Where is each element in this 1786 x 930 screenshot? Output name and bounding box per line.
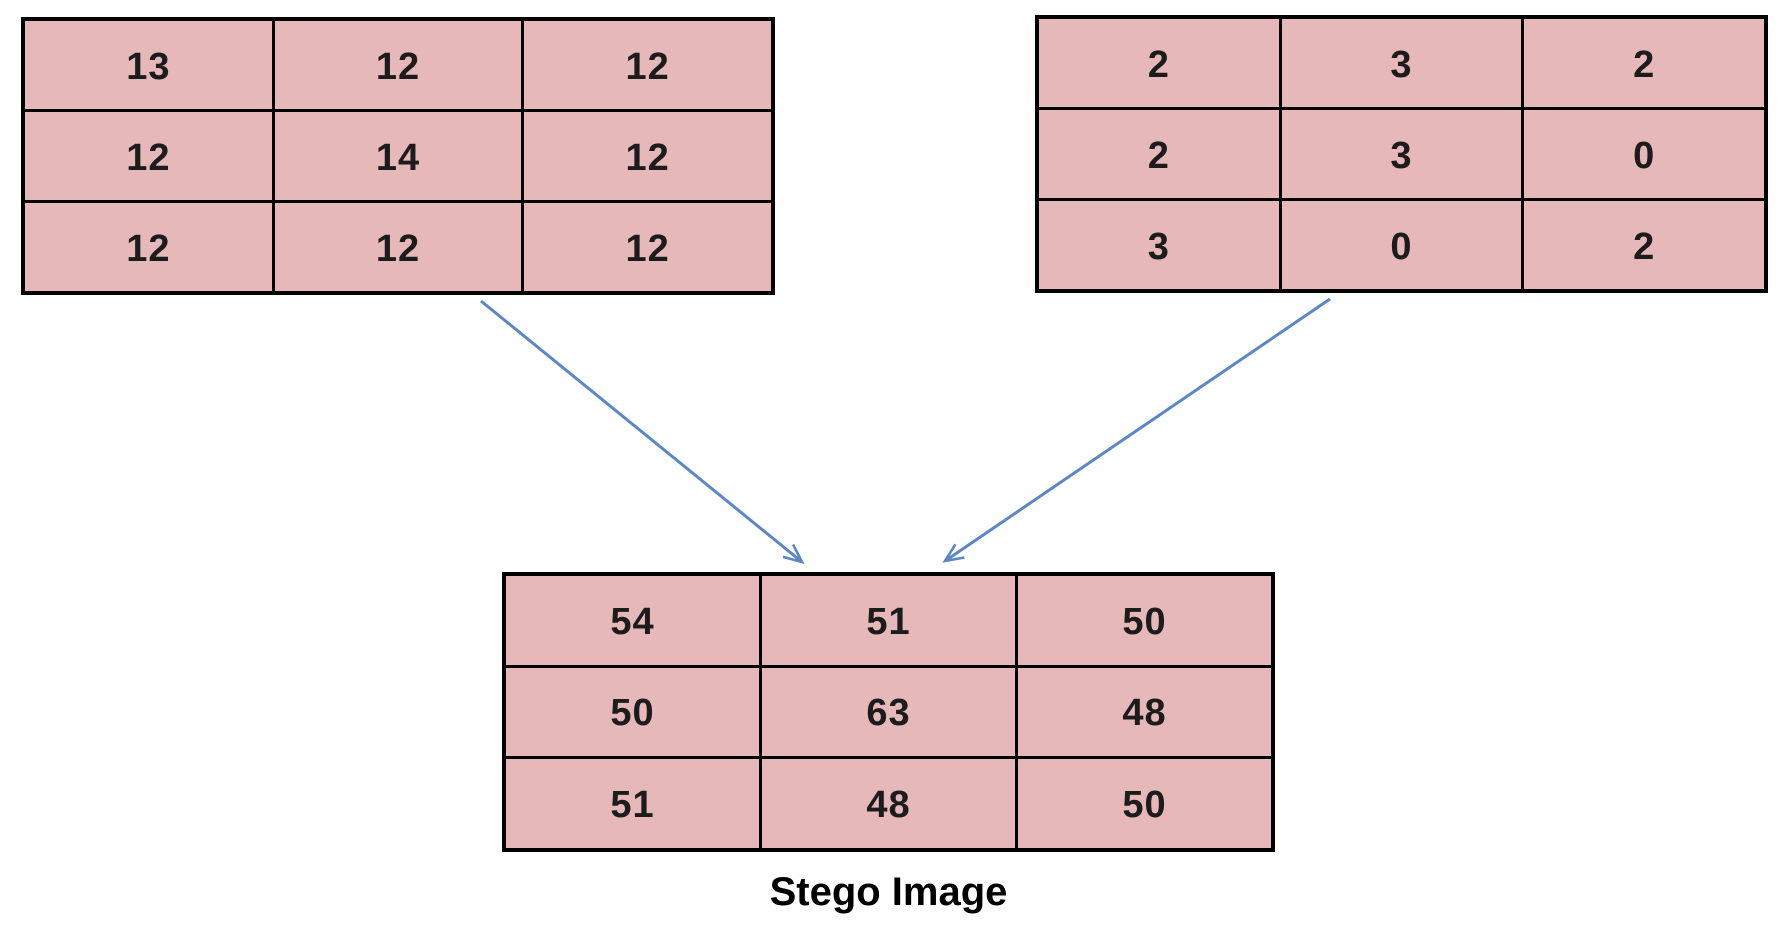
arrow-secret-to-stego-icon — [942, 297, 1331, 563]
matrix-cell: 12 — [524, 21, 771, 109]
matrix-cell: 2 — [1524, 19, 1764, 107]
matrix-cell: 48 — [1018, 667, 1271, 757]
matrix-cell: 12 — [25, 203, 272, 291]
matrix-cell: 12 — [274, 203, 522, 291]
matrix-cell: 12 — [524, 203, 771, 291]
stego-matrix: 54 51 50 50 63 48 51 48 50 — [502, 572, 1275, 852]
matrix-cell: 51 — [762, 576, 1015, 665]
secret-matrix: 2 3 2 2 3 0 3 0 2 — [1035, 15, 1768, 293]
matrix-cell: 2 — [1039, 19, 1279, 107]
matrix-cell: 48 — [762, 759, 1015, 848]
matrix-cell: 50 — [1018, 759, 1271, 848]
cover-matrix: 13 12 12 12 14 12 12 12 12 — [21, 17, 775, 295]
matrix-cell: 2 — [1524, 201, 1764, 289]
matrix-cell: 3 — [1281, 19, 1522, 107]
matrix-cell: 12 — [274, 21, 522, 109]
matrix-cell: 54 — [506, 576, 759, 665]
matrix-cell: 63 — [762, 667, 1015, 757]
matrix-cell: 3 — [1039, 201, 1279, 289]
matrix-cell: 14 — [274, 112, 522, 200]
matrix-cell: 3 — [1281, 110, 1522, 198]
matrix-cell: 2 — [1039, 110, 1279, 198]
matrix-cell: 12 — [524, 112, 771, 200]
arrow-cover-to-stego-icon — [480, 299, 805, 565]
matrix-cell: 13 — [25, 21, 272, 109]
matrix-cell: 50 — [506, 667, 759, 757]
matrix-cell: 51 — [506, 759, 759, 848]
matrix-cell: 0 — [1281, 201, 1522, 289]
stego-image-label: Stego Image — [769, 870, 1008, 914]
matrix-cell: 50 — [1018, 576, 1271, 665]
matrix-cell: 0 — [1524, 110, 1764, 198]
matrix-cell: 12 — [25, 112, 272, 200]
